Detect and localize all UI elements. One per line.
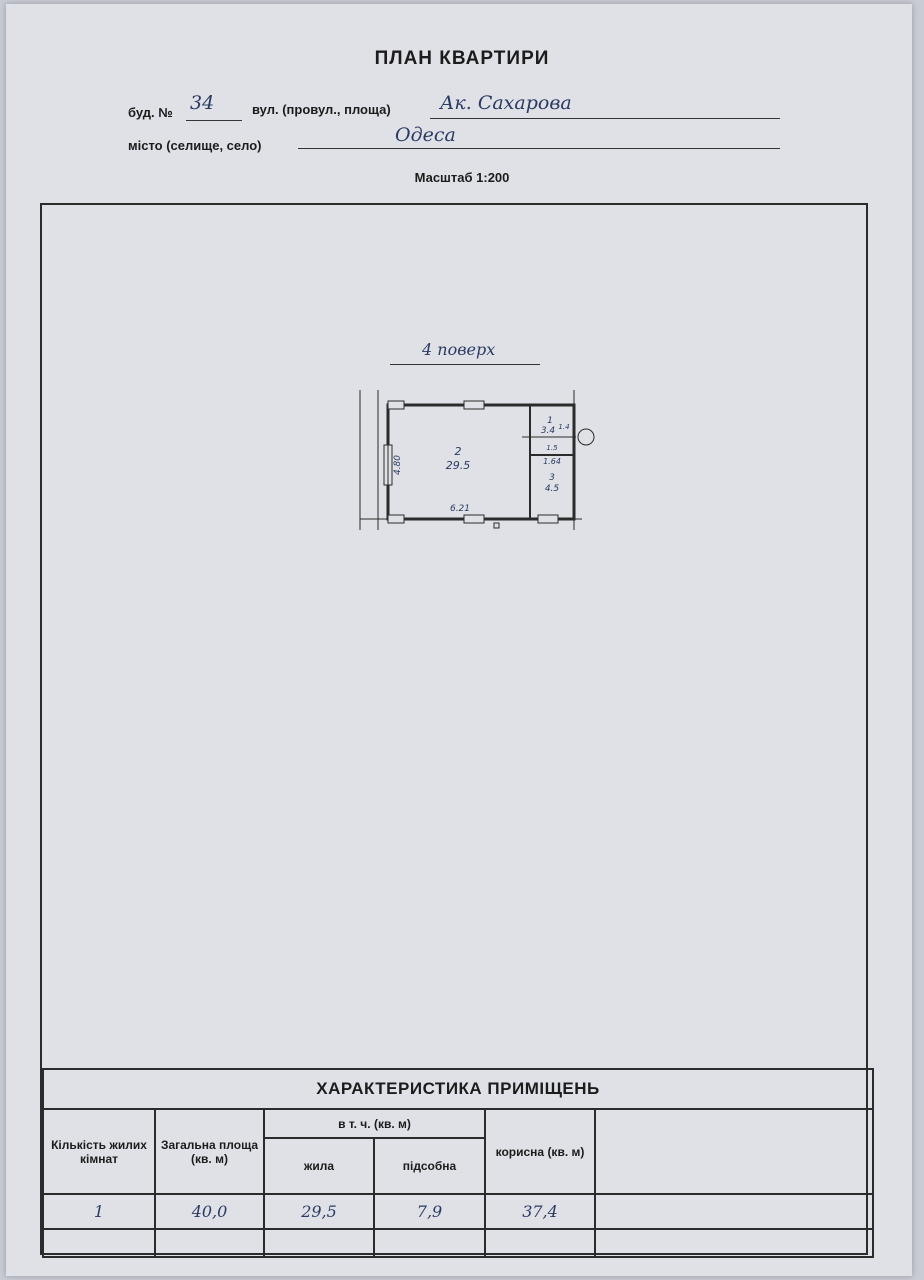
- entrance-marker: [577, 428, 595, 446]
- floor-plan-drawing: 2 29.5 1 3.4 1.4 1.5 1.64 3 4.5 6.21 4.8…: [359, 390, 595, 530]
- header-total-area: Загальна площа (кв. м): [154, 1108, 265, 1196]
- empty-cell: [594, 1227, 874, 1259]
- characteristics-title: ХАРАКТЕРИСТИКА ПРИМІЩЕНЬ: [42, 1067, 874, 1111]
- header-rooms-count: Кількість жилих кімнат: [42, 1108, 156, 1196]
- room-2-number: 2: [455, 445, 462, 458]
- document-sheet: [6, 4, 912, 1276]
- city-underline: [298, 148, 780, 149]
- empty-cell: [263, 1227, 375, 1259]
- header-useful: корисна (кв. м): [484, 1108, 596, 1196]
- room-1-number: 1: [547, 416, 553, 426]
- floor-label: 4 поверх: [422, 340, 496, 359]
- room-1-height: 1.5: [546, 444, 558, 452]
- room-3-width: 1.64: [543, 457, 561, 466]
- wall-column-bottom-right: [537, 514, 559, 524]
- room-3-area: 4.5: [545, 484, 560, 494]
- empty-cell: [373, 1227, 486, 1259]
- main-width-dimension: 6.21: [450, 504, 470, 514]
- header-living: жила: [263, 1136, 375, 1196]
- value-rooms-count: 1: [42, 1193, 156, 1230]
- characteristics-table: ХАРАКТЕРИСТИКА ПРИМІЩЕНЬ Кількість жилих…: [42, 1067, 874, 1259]
- building-number: 34: [190, 92, 215, 114]
- value-useful: 37,4: [484, 1193, 596, 1230]
- city-label: місто (селище, село): [128, 138, 262, 153]
- document-title: ПЛАН КВАРТИРИ: [374, 48, 550, 69]
- header-empty: [594, 1108, 874, 1196]
- wall-column-bottom-left: [387, 514, 405, 524]
- value-total-area: 40,0: [154, 1193, 265, 1230]
- street-underline: [430, 118, 780, 119]
- empty-cell: [484, 1227, 596, 1259]
- empty-cell: [154, 1227, 265, 1259]
- value-living: 29,5: [263, 1193, 375, 1230]
- street-label: вул. (провул., площа): [252, 102, 391, 117]
- wall-column-top-left: [387, 400, 405, 410]
- wall-column-top-mid: [463, 400, 485, 410]
- room-1-width: 1.4: [558, 423, 569, 431]
- header-auxiliary: підсобна: [373, 1136, 486, 1196]
- value-empty: [594, 1193, 874, 1230]
- scale-label: Масштаб 1:200: [414, 170, 510, 185]
- room-2-area: 29.5: [446, 459, 471, 472]
- room-1-area: 3.4: [541, 426, 556, 436]
- empty-cell: [42, 1227, 156, 1259]
- city-name: Одеса: [395, 124, 456, 146]
- building-label: буд. №: [128, 105, 173, 120]
- header-including: в т. ч. (кв. м): [263, 1108, 486, 1139]
- value-auxiliary: 7,9: [373, 1193, 486, 1230]
- room-3-number: 3: [549, 473, 555, 483]
- wall-column-bottom-mid: [463, 514, 485, 524]
- door-marker: [493, 522, 500, 529]
- main-height-dimension: 4.80: [393, 455, 403, 475]
- building-underline: [186, 120, 242, 121]
- floor-label-underline: [390, 364, 540, 365]
- street-name: Ак. Сахарова: [440, 92, 572, 114]
